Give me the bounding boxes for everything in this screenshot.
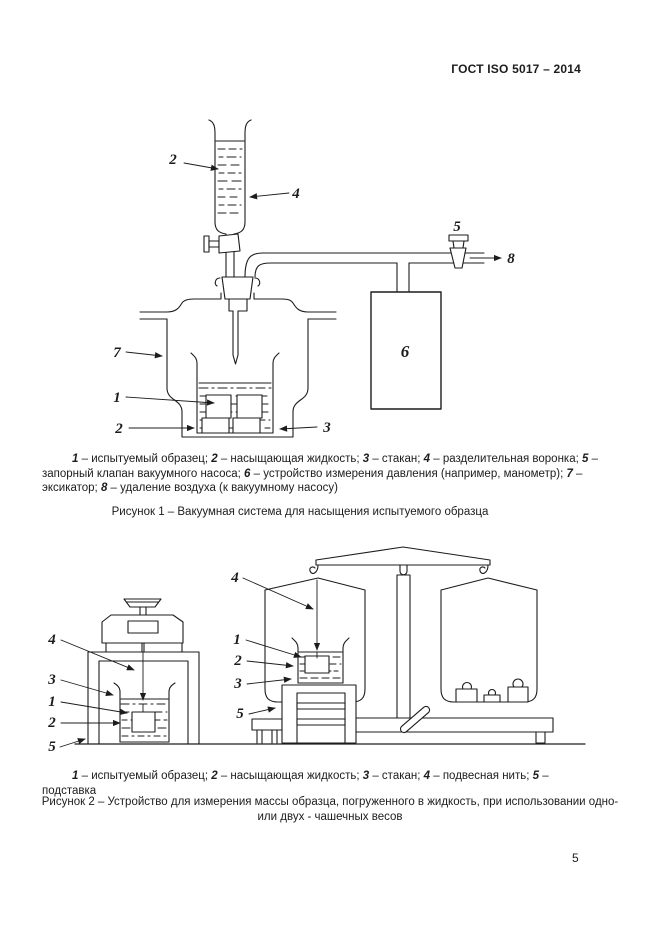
legend-text: – удаление воздуха (к вакуумному насосу) [107, 482, 338, 494]
fig2-mark-liquid-right: 2 [233, 653, 242, 669]
single-pan-balance [101, 598, 184, 653]
sample-left [131, 711, 156, 733]
fig2-mark-thread-left: 4 [47, 632, 56, 648]
sample-stand-bridge [281, 684, 357, 744]
legend-text: – эксикатор; [42, 467, 583, 495]
legend-number: 3 [362, 770, 370, 782]
fig2-mark-stand-right: 5 [236, 706, 244, 722]
legend-item: 3 – стакан; [363, 453, 424, 465]
legend-number: 7 [566, 467, 573, 480]
legend-text: – стакан; [369, 770, 424, 782]
legend-text: – насыщающая жидкость; [217, 453, 363, 465]
weights [455, 678, 529, 703]
legend-item: 4 – подвесная нить; [424, 770, 533, 782]
legend-text: – разделительная воронка; [430, 453, 582, 465]
pump-stopcock-valve [448, 234, 469, 269]
figure2-caption: Рисунок 2 – Устройство для измерения мас… [41, 796, 619, 823]
legend-number: 5 [581, 453, 589, 465]
legend-number: 4 [423, 770, 431, 782]
arrest-lever [399, 705, 431, 734]
legend-item: 2 – насыщающая жидкость; [211, 770, 363, 782]
legend-item: 5 – подставка [42, 770, 549, 797]
funnel-stopcock [203, 233, 241, 278]
fig2-mark-beaker-right: 3 [233, 676, 242, 692]
figure2-weighing-diagram: 4 3 1 2 5 4 1 2 3 5 [47, 546, 586, 755]
legend-number: 1 [72, 453, 79, 465]
legend-text: – подставка [42, 770, 549, 797]
vacuum-tube [244, 252, 485, 293]
legend-item: 2 – насыщающая жидкость; [211, 453, 363, 465]
figure2-legend: 1 – испытуемый образец; 2 – насыщающая ж… [42, 769, 554, 798]
stool [251, 718, 283, 744]
legend-text: – испытуемый образец; [78, 770, 212, 782]
legend-number: 3 [362, 453, 370, 465]
legend-item: 4 – разделительная воронка; [424, 453, 582, 465]
figure1-vacuum-system-diagram: 2 4 5 8 7 1 2 3 6 [113, 119, 515, 438]
fig2-mark-beaker-left: 3 [47, 672, 56, 688]
legend-item: 1 – испытуемый образец; [72, 770, 211, 782]
fig2-mark-stand-left: 5 [48, 739, 56, 755]
fig1-mark-beaker: 3 [322, 420, 331, 436]
drip-tube [232, 310, 239, 365]
desiccator [139, 292, 337, 438]
legend-item: 5 – запорный клапан вакуумного насоса; [42, 453, 598, 480]
fig1-mark-funnel: 4 [291, 186, 300, 202]
pressure-gauge-box [370, 291, 442, 410]
legend-text: – стакан; [369, 453, 424, 465]
separating-funnel [208, 119, 252, 238]
fig2-mark-sample-left: 1 [48, 694, 56, 710]
legend-number: 1 [72, 770, 79, 782]
legend-number: 8 [100, 482, 108, 494]
test-samples [201, 394, 263, 434]
balance-stand [87, 651, 200, 745]
figure1-legend: 1 – испытуемый образец; 2 – насыщающая ж… [42, 452, 620, 496]
fig1-mark-desiccator: 7 [113, 345, 121, 361]
fig2-mark-thread-right: 4 [230, 570, 239, 586]
legend-item: 6 – устройство измерения давления (напри… [244, 468, 566, 480]
leader-lines [59, 577, 314, 748]
fig1-mark-sample: 1 [113, 390, 121, 406]
fig1-mark-liquid-bottom: 2 [114, 421, 123, 437]
fig1-mark-air-outlet: 8 [507, 251, 515, 267]
legend-item: 8 – удаление воздуха (к вакуумному насос… [101, 482, 338, 494]
legend-item: 3 – стакан; [363, 770, 424, 782]
legend-number: 2 [211, 770, 218, 782]
legend-number: 2 [211, 453, 218, 465]
legend-number: 4 [423, 453, 431, 465]
fig2-mark-liquid-left: 2 [47, 715, 56, 731]
document-header: ГОСТ ISO 5017 – 2014 [451, 62, 581, 76]
legend-number: 6 [244, 467, 251, 480]
legend-text: – подвесная нить; [430, 770, 533, 782]
leader-lines [125, 162, 318, 432]
legend-number: 5 [532, 770, 540, 782]
fig1-mark-liquid: 2 [168, 152, 177, 168]
legend-item: 7 – эксикатор; [42, 468, 582, 495]
legend-text: – испытуемый образец; [78, 453, 212, 465]
sample-right [304, 655, 330, 674]
legend-text: – запорный клапан вакуумного насоса; [42, 453, 598, 480]
fig2-mark-sample-right: 1 [233, 632, 241, 648]
legend-item: 1 – испытуемый образец; [72, 453, 211, 465]
rubber-stopper [214, 276, 261, 312]
legend-text: – насыщающая жидкость; [217, 770, 363, 782]
legend-text: – устройство измерения давления (наприме… [250, 467, 567, 480]
two-pan-balance [264, 546, 538, 722]
fig1-mark-valve: 5 [453, 219, 461, 235]
page-number: 5 [572, 851, 579, 865]
figure1-caption: Рисунок 1 – Вакуумная система для насыще… [111, 506, 489, 518]
fig1-mark-gauge: 6 [401, 342, 410, 361]
